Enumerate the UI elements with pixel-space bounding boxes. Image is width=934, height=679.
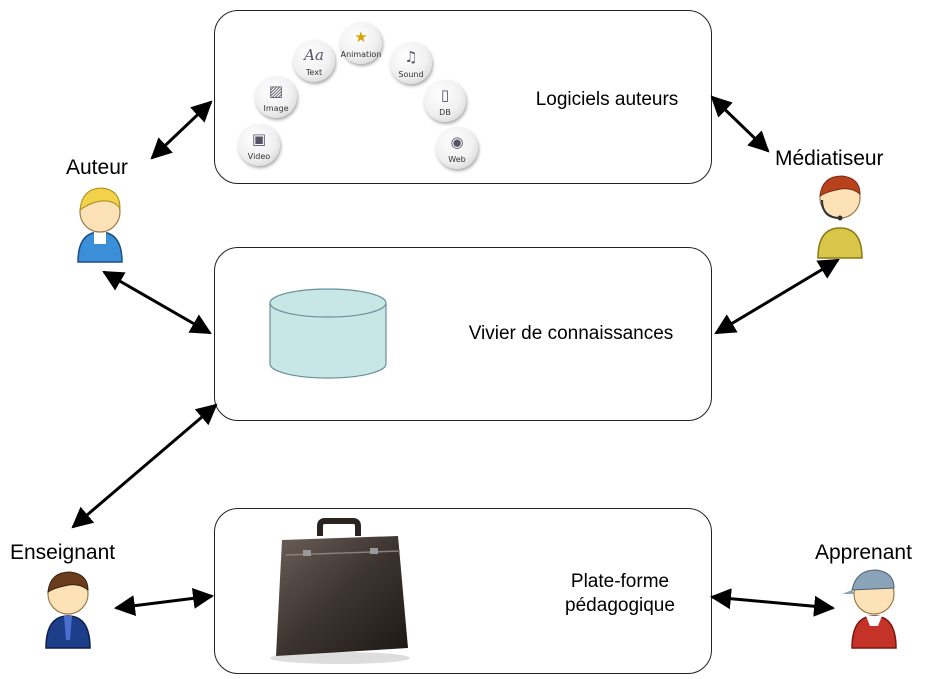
learning-platform-label-line2: pédagogique [565,595,675,616]
media-video-icon: ▣Video [238,124,280,166]
media-db-icon: ▯DB [424,80,466,122]
learner-avatar-icon [842,569,897,649]
briefcase-icon [270,518,410,664]
mediator-avatar-icon [817,175,863,259]
arrow-authoring-mediator [710,95,770,153]
learning-platform-label-line1: Plate-forme [570,571,670,592]
media-sound-icon: ♫Sound [390,42,432,84]
teacher-avatar-icon [45,571,91,649]
media-animation-icon: ★Animation [340,22,382,64]
arrow-author-knowledge [102,270,212,335]
arrow-knowledge-mediator [714,258,840,335]
media-web-icon: ◉Web [436,127,478,169]
arrow-teacher-knowledge [71,403,218,529]
author-label: Auteur [66,156,128,179]
knowledge-pool-label: Vivier de connaissances [468,323,674,344]
database-cylinder-icon [269,288,387,379]
learning-platform-label: Plate-forme pédagogique [540,570,700,618]
media-image-icon: ▨Image [255,76,297,118]
arrow-author-authoring [150,100,213,160]
author-avatar-icon [77,187,123,263]
arrow-teacher-platform [113,587,215,617]
arrow-platform-learner [709,588,836,617]
learner-label: Apprenant [815,541,912,564]
teacher-label: Enseignant [10,541,116,564]
mediator-label: Médiatiseur [775,147,884,170]
authoring-software-label: Logiciels auteurs [535,89,679,110]
